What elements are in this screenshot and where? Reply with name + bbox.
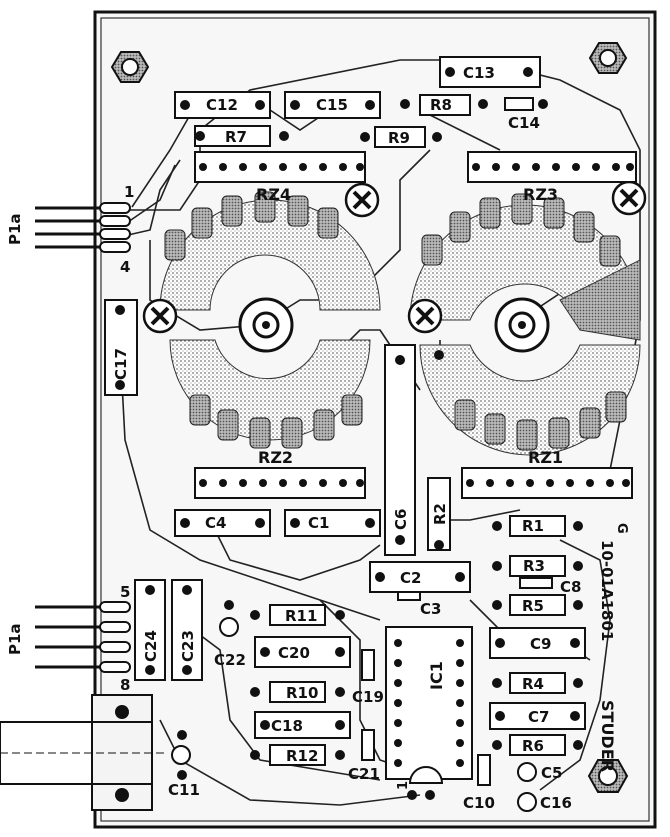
mounting-nut-bottom-right xyxy=(587,759,629,793)
labels: 1 4 5 8 P1a P1a RZ4 RZ3 RZ2 RZ1 C12 C15 … xyxy=(6,64,629,812)
c19-label: C19 xyxy=(352,688,384,706)
c1-label: C1 xyxy=(308,514,329,532)
r8-label: R8 xyxy=(430,96,452,114)
r9-label: R9 xyxy=(388,129,410,147)
switch-petals-rz3 xyxy=(421,193,621,267)
transistor-q xyxy=(407,766,444,800)
c13-label: C13 xyxy=(463,64,495,82)
screw-middle xyxy=(407,298,443,334)
c15-label: C15 xyxy=(316,96,348,114)
c22-label: C22 xyxy=(214,651,246,669)
switch-center-right xyxy=(494,297,550,353)
p1a-top-label: P1a xyxy=(6,213,24,245)
connector-pads-top xyxy=(99,202,131,253)
c2-label: C2 xyxy=(400,569,421,587)
component-pads xyxy=(115,67,583,780)
rz3-label: RZ3 xyxy=(523,185,558,204)
r5-label: R5 xyxy=(522,597,544,615)
c23-label: C23 xyxy=(179,630,197,662)
rz2-label: RZ2 xyxy=(258,448,293,467)
switch-petals-rz4 xyxy=(164,191,339,261)
r1-label: R1 xyxy=(522,517,544,535)
screw-upper-right xyxy=(611,180,647,216)
r3-label: R3 xyxy=(523,557,545,575)
c16-label: C16 xyxy=(540,794,572,812)
r4-label: R4 xyxy=(522,675,544,693)
pin5-label: 5 xyxy=(120,583,130,601)
rz1-label: RZ1 xyxy=(528,448,563,467)
corner-mark: G xyxy=(614,523,629,534)
r12-label: R12 xyxy=(286,747,318,765)
r6-label: R6 xyxy=(522,737,544,755)
c17-label: C17 xyxy=(112,348,130,380)
switch-petals-rz2 xyxy=(189,394,363,449)
c20-label: C20 xyxy=(278,644,310,662)
c8-label: C8 xyxy=(560,578,581,596)
c14-label: C14 xyxy=(508,114,540,132)
screw-upper-middle xyxy=(344,182,380,218)
pin4-label: 4 xyxy=(120,258,130,276)
rz4-label: RZ4 xyxy=(256,185,291,204)
r11-label: R11 xyxy=(285,607,317,625)
c24-label: C24 xyxy=(142,630,160,662)
header-pins xyxy=(199,163,634,487)
c7-label: C7 xyxy=(528,708,549,726)
mounting-nut-top-right xyxy=(588,42,628,74)
c9-label: C9 xyxy=(530,635,551,653)
ic1-pin1-marker: 1 xyxy=(396,781,411,790)
c10-label: C10 xyxy=(463,794,495,812)
ic1-label: IC1 xyxy=(427,661,446,690)
pin8-label: 8 xyxy=(120,676,130,694)
c5-label: C5 xyxy=(541,764,562,782)
c11-label: C11 xyxy=(168,781,200,799)
connector-pads-bottom xyxy=(99,601,131,673)
ic1-pins xyxy=(394,639,464,767)
board-brand-label: STUDER xyxy=(598,700,617,772)
r10-label: R10 xyxy=(286,684,318,702)
c18-label: C18 xyxy=(271,717,303,735)
switch-petals-rz1 xyxy=(454,391,627,451)
screw-left xyxy=(142,298,178,334)
c3-label: C3 xyxy=(420,600,441,618)
r2-label: R2 xyxy=(431,503,449,525)
c21-label: C21 xyxy=(348,765,380,783)
c6-label: C6 xyxy=(392,509,410,530)
round-capacitors xyxy=(171,617,537,812)
c4-label: C4 xyxy=(205,514,226,532)
c12-label: C12 xyxy=(206,96,238,114)
r7-label: R7 xyxy=(225,128,247,146)
board-code-label: 10-01A1801 xyxy=(598,540,616,641)
p1a-bottom-label: P1a xyxy=(6,623,24,655)
switch-center-left xyxy=(238,297,294,353)
jack-connector xyxy=(0,694,165,811)
mounting-nut-top-left xyxy=(110,51,150,83)
pin1-label: 1 xyxy=(124,183,134,201)
